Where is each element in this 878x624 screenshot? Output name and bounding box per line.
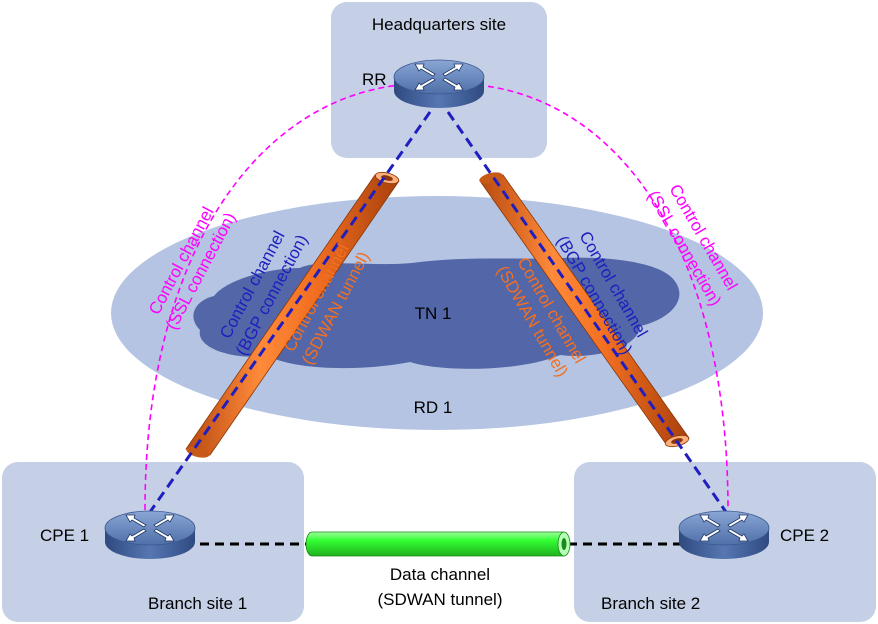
sdwan-control-tube-left	[185, 171, 400, 458]
data-channel-tube	[305, 531, 571, 557]
router-icon	[678, 510, 770, 560]
data-channel-label: Data channel	[390, 565, 490, 584]
ssl-channel-left	[144, 84, 401, 511]
rr-label: RR	[362, 70, 387, 89]
branch-site-1-label: Branch site 1	[148, 594, 247, 613]
router-icon	[393, 59, 485, 109]
branch-site-2-label: Branch site 2	[601, 594, 700, 613]
data-channel-sublabel: (SDWAN tunnel)	[377, 590, 502, 609]
hq-site-label: Headquarters site	[372, 15, 506, 34]
ssl-channel-right	[477, 84, 729, 511]
rd-label: RD 1	[414, 398, 453, 417]
cpe2-label: CPE 2	[780, 526, 829, 545]
bgp-channel-left	[148, 111, 432, 513]
router-icon	[104, 510, 196, 560]
cpe1-label: CPE 1	[40, 526, 89, 545]
tn-label: TN 1	[415, 304, 452, 323]
bgp-channel-right	[446, 111, 728, 513]
